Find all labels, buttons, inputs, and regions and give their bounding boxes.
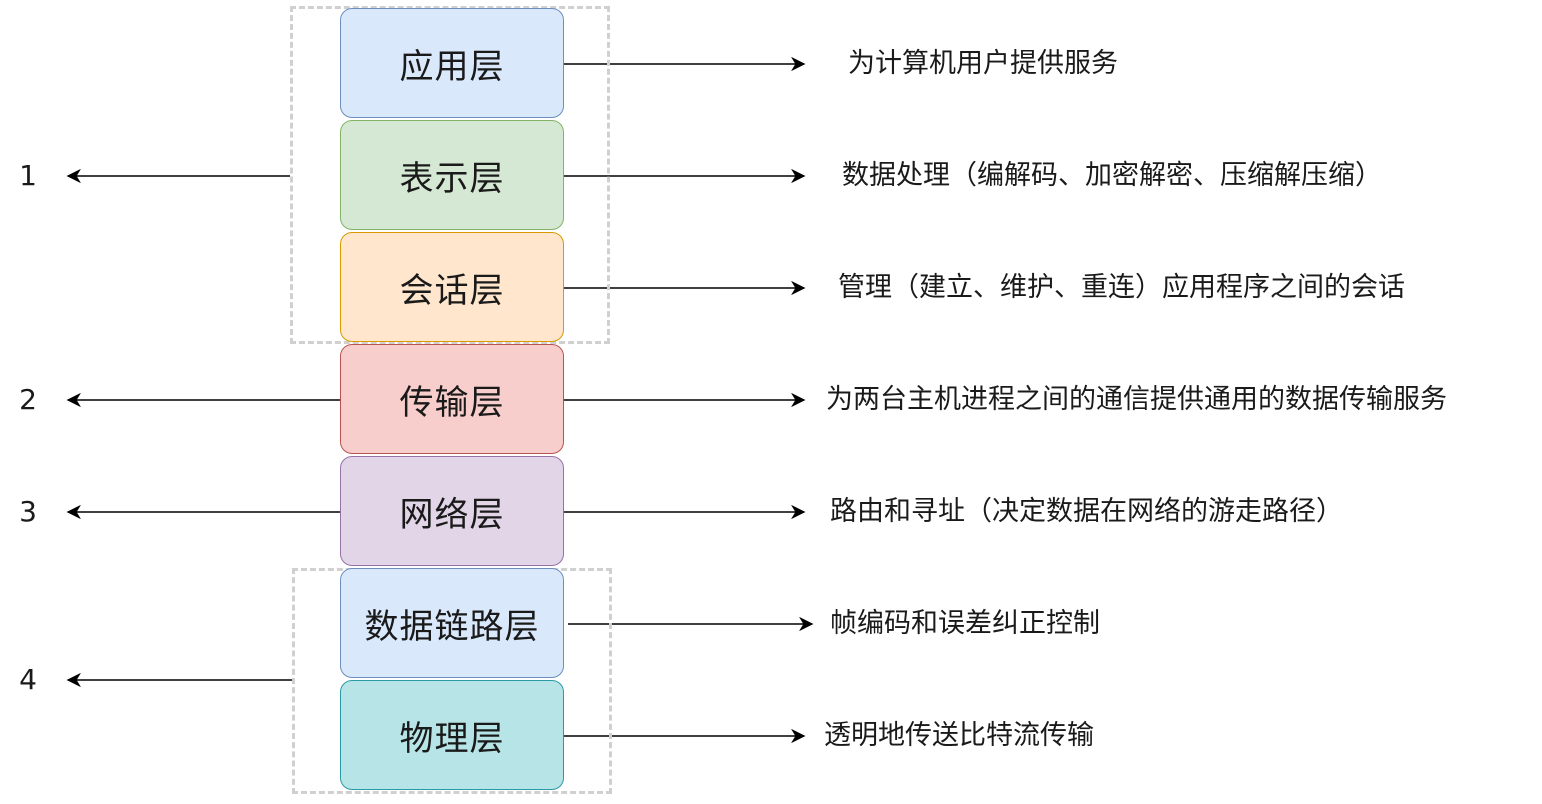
group-number-4: 4 [19,663,37,696]
desc-physical: 透明地传送比特流传输 [824,720,1094,751]
group-number-3: 3 [19,495,37,528]
desc-presentation: 数据处理（编解码、加密解密、压缩解压缩） [842,160,1382,191]
layer-data-link: 数据链路层 [340,568,564,678]
desc-session: 管理（建立、维护、重连）应用程序之间的会话 [838,272,1405,303]
layer-network: 网络层 [340,456,564,566]
upper-layers-group [290,6,610,344]
layer-application: 应用层 [340,8,564,118]
desc-transport: 为两台主机进程之间的通信提供通用的数据传输服务 [826,384,1447,415]
layer-presentation: 表示层 [340,120,564,230]
desc-application: 为计算机用户提供服务 [848,48,1118,79]
desc-network: 路由和寻址（决定数据在网络的游走路径） [830,496,1343,527]
layer-physical: 物理层 [340,680,564,790]
group-number-1: 1 [19,159,37,192]
layer-transport: 传输层 [340,344,564,454]
group-number-2: 2 [19,383,37,416]
layer-session: 会话层 [340,232,564,342]
desc-data-link: 帧编码和误差纠正控制 [830,608,1100,639]
